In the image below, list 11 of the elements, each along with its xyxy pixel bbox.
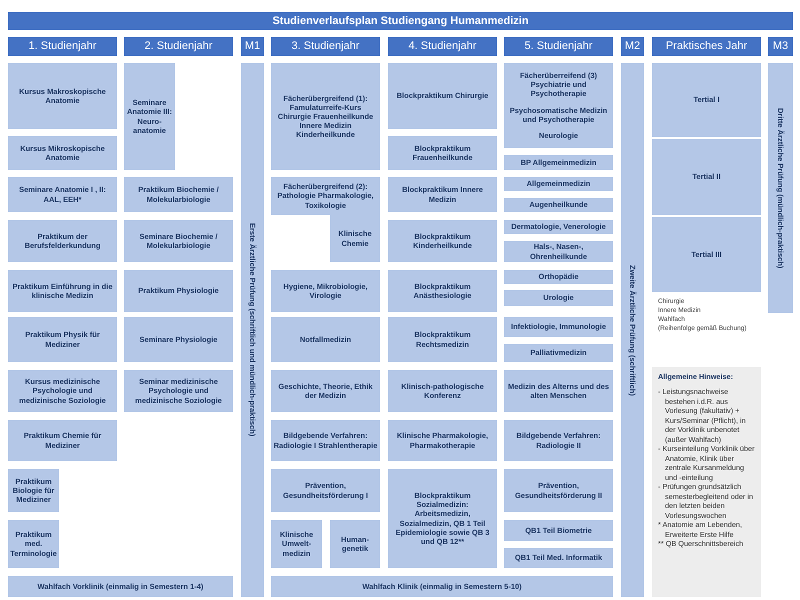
column-header: M1 [241,37,264,56]
column-header: M2 [621,37,644,56]
column-header: 3. Studienjahr [271,37,380,56]
column-header: 1. Studienjahr [8,37,117,56]
column-header: M3 [768,37,793,56]
course-box [504,63,613,148]
title-banner: Studienverlaufsplan Studiengang Humanmedizin [8,12,793,30]
column-header: Praktisches Jahr [652,37,761,56]
column-header: 5. Studienjahr [504,37,613,56]
column-header: 2. Studienjahr [124,37,233,56]
column-header: 4. Studienjahr [388,37,497,56]
